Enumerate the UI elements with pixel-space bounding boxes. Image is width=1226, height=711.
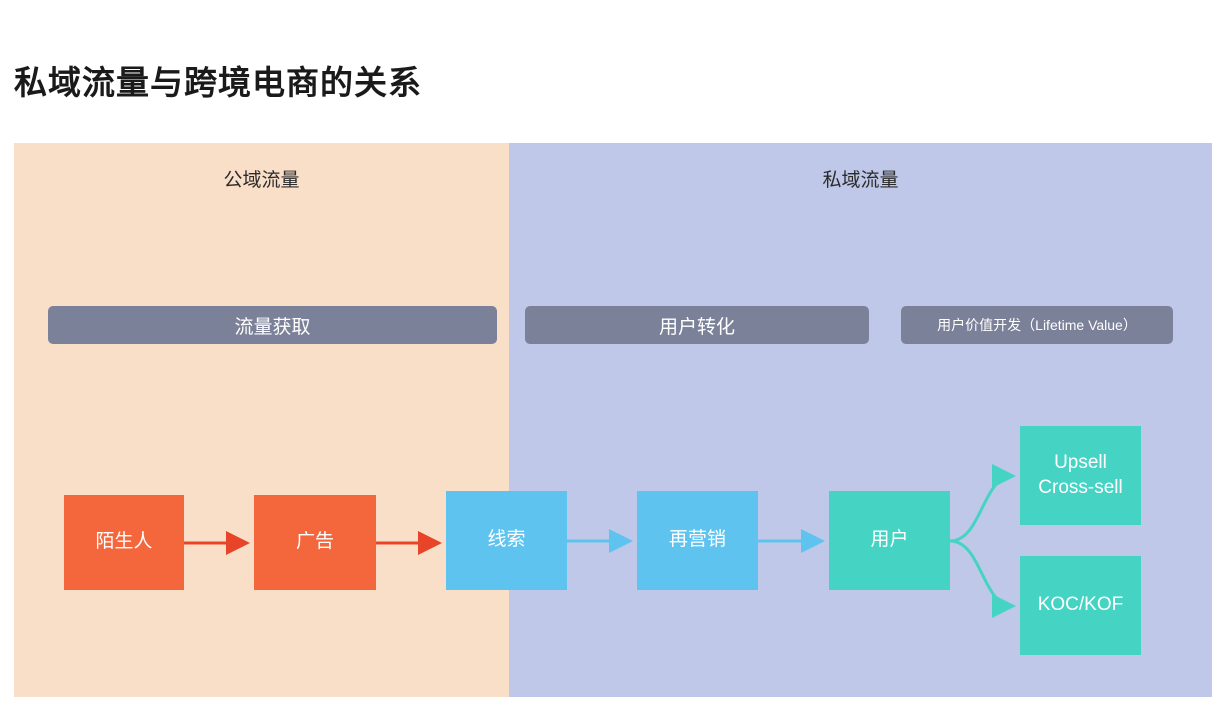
node-koc-kof: KOC/KOF bbox=[1020, 556, 1141, 655]
band-lifetime-value: 用户价值开发（Lifetime Value） bbox=[901, 306, 1173, 344]
node-upsell-line2: Cross-sell bbox=[1038, 476, 1123, 498]
zone-public-traffic: 公域流量 bbox=[14, 143, 509, 697]
node-stranger: 陌生人 bbox=[64, 495, 184, 590]
page-title: 私域流量与跨境电商的关系 bbox=[14, 64, 422, 101]
node-upsell-line1: Upsell bbox=[1054, 451, 1107, 473]
zone-private-label: 私域流量 bbox=[822, 170, 899, 191]
band-user-conversion: 用户转化 bbox=[525, 306, 869, 344]
zone-public-label: 公域流量 bbox=[223, 170, 300, 191]
node-advertisement: 广告 bbox=[254, 495, 376, 590]
node-lead: 线索 bbox=[446, 491, 567, 590]
node-upsell-crosssell: Upsell Cross-sell bbox=[1020, 426, 1141, 525]
node-user: 用户 bbox=[829, 491, 950, 590]
band-traffic-acquisition: 流量获取 bbox=[48, 306, 497, 344]
diagram-canvas: 公域流量 私域流量 流量获取 用户转化 用户价值开发（Lifetime Valu… bbox=[14, 143, 1212, 697]
node-remarketing: 再营销 bbox=[637, 491, 758, 590]
